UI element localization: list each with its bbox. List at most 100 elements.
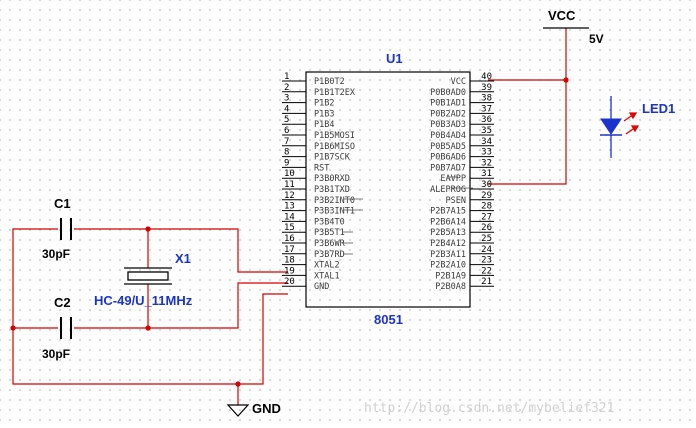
wire-vcc-pin40 bbox=[488, 28, 567, 81]
pin-number: 23 bbox=[481, 256, 492, 266]
pin-number: 2 bbox=[284, 83, 289, 93]
pin-number: 25 bbox=[481, 234, 492, 244]
pin-name: P2B2A10 bbox=[430, 261, 466, 271]
pin-name: PSEN bbox=[446, 196, 466, 206]
wire-c1-top-loop bbox=[12, 228, 58, 328]
led-triangle bbox=[600, 118, 622, 135]
pin-number: 13 bbox=[284, 202, 295, 212]
junction-dot bbox=[563, 77, 569, 83]
c1-designator: C1 bbox=[54, 196, 71, 211]
pin-number: 38 bbox=[481, 94, 492, 104]
c1-value: 30pF bbox=[42, 247, 70, 261]
x1-body bbox=[127, 271, 169, 281]
pin-name: P1B7SCK bbox=[314, 153, 351, 163]
ic-designator: U1 bbox=[386, 51, 403, 66]
pin-name: P3B6WR bbox=[314, 239, 346, 249]
pin-name: P0B4AD4 bbox=[430, 131, 466, 141]
pin-name: P1B6MISO bbox=[314, 142, 355, 152]
pin-number: 6 bbox=[284, 126, 289, 136]
wires bbox=[12, 28, 567, 405]
pin-name: P3B5T1 bbox=[314, 228, 345, 238]
pin-number: 12 bbox=[284, 191, 295, 201]
pin-name: P3B7RD bbox=[314, 250, 345, 260]
pin-name: P2B6A14 bbox=[430, 217, 466, 227]
pin-number: 32 bbox=[481, 158, 492, 168]
wire-c1-right bbox=[74, 228, 288, 273]
pin-number: 24 bbox=[481, 245, 492, 255]
pin-name: P3B3INT1 bbox=[314, 207, 355, 217]
pin-number: 34 bbox=[481, 137, 492, 147]
junctions bbox=[10, 77, 569, 387]
crystal-x1[interactable] bbox=[124, 267, 172, 285]
pin-name: P0B7AD7 bbox=[430, 163, 466, 173]
led-designator: LED1 bbox=[642, 101, 675, 116]
pin-number: 8 bbox=[284, 148, 289, 158]
junction-dot bbox=[235, 381, 241, 387]
pin-number: 18 bbox=[284, 256, 295, 266]
pin-name: P3B1TXD bbox=[314, 185, 350, 195]
watermark: http://blog.csdn.net/mybelief321 bbox=[364, 401, 614, 416]
pin-number: 26 bbox=[481, 223, 492, 233]
pin-number: 1 bbox=[284, 72, 289, 82]
pin-number: 10 bbox=[284, 169, 295, 179]
pin-number: 30 bbox=[481, 180, 492, 190]
pin-number: 20 bbox=[284, 277, 295, 287]
pin-name: P1B0T2 bbox=[314, 77, 345, 87]
vcc-voltage: 5V bbox=[589, 32, 604, 46]
pin-name: P2B5A13 bbox=[430, 228, 466, 238]
ic-type: 8051 bbox=[374, 312, 403, 327]
pin-number: 29 bbox=[481, 191, 492, 201]
pin-name: XTAL2 bbox=[314, 261, 340, 271]
pin-number: 17 bbox=[284, 245, 295, 255]
pin-number: 31 bbox=[481, 169, 492, 179]
pin-name: ALEPROG bbox=[430, 185, 466, 195]
gnd-triangle bbox=[226, 404, 250, 417]
pin-name: RST bbox=[314, 163, 329, 173]
junction-dot bbox=[10, 325, 16, 331]
pin-number: 33 bbox=[481, 148, 492, 158]
pin-number: 19 bbox=[284, 266, 295, 276]
pin-name: P1B1T2EX bbox=[314, 88, 356, 98]
x1-designator: X1 bbox=[175, 251, 191, 266]
pin-number: 40 bbox=[481, 72, 492, 82]
pin-name: P1B2 bbox=[314, 99, 334, 109]
wire-c2-right bbox=[74, 282, 288, 329]
capacitor-c1[interactable] bbox=[60, 218, 72, 240]
pin-name: P2B4A12 bbox=[430, 239, 466, 249]
pin-number: 22 bbox=[481, 266, 492, 276]
junction-dot bbox=[145, 226, 151, 232]
pin-name: P3B0RXD bbox=[314, 174, 350, 184]
pin-name: GND bbox=[314, 282, 329, 292]
ic-overbars bbox=[343, 176, 473, 255]
pin-number: 5 bbox=[284, 115, 289, 125]
c2-designator: C2 bbox=[54, 295, 71, 310]
led-led1[interactable] bbox=[600, 96, 640, 158]
pin-number: 21 bbox=[481, 277, 492, 287]
pin-number: 35 bbox=[481, 126, 492, 136]
pin-name: P1B3 bbox=[314, 109, 334, 119]
pin-name: VCC bbox=[451, 77, 466, 87]
pin-name: P0B6AD6 bbox=[430, 153, 466, 163]
wire-pin30-vcc bbox=[488, 80, 567, 185]
pin-name: P3B2INT0 bbox=[314, 196, 355, 206]
pin-number: 7 bbox=[284, 137, 289, 147]
pin-number: 37 bbox=[481, 104, 492, 114]
pin-name: P0B1AD1 bbox=[430, 99, 466, 109]
pin-name: XTAL1 bbox=[314, 271, 340, 281]
pin-name: P0B3AD3 bbox=[430, 120, 466, 130]
c2-value: 30pF bbox=[42, 347, 70, 361]
pin-name: P2B3A11 bbox=[430, 250, 466, 260]
pin-number: 16 bbox=[284, 234, 295, 244]
pin-number: 27 bbox=[481, 212, 492, 222]
pin-number: 4 bbox=[284, 104, 289, 114]
capacitor-c2[interactable] bbox=[60, 317, 72, 339]
pin-name: P2B7A15 bbox=[430, 207, 466, 217]
wire-gnd-loop bbox=[12, 293, 288, 385]
pin-number: 28 bbox=[481, 202, 492, 212]
pin-name: P1B5MOSI bbox=[314, 131, 355, 141]
x1-value: HC-49/U_11MHz bbox=[94, 293, 193, 308]
pin-name: P1B4 bbox=[314, 120, 334, 130]
pin-name: P3B4T0 bbox=[314, 217, 345, 227]
